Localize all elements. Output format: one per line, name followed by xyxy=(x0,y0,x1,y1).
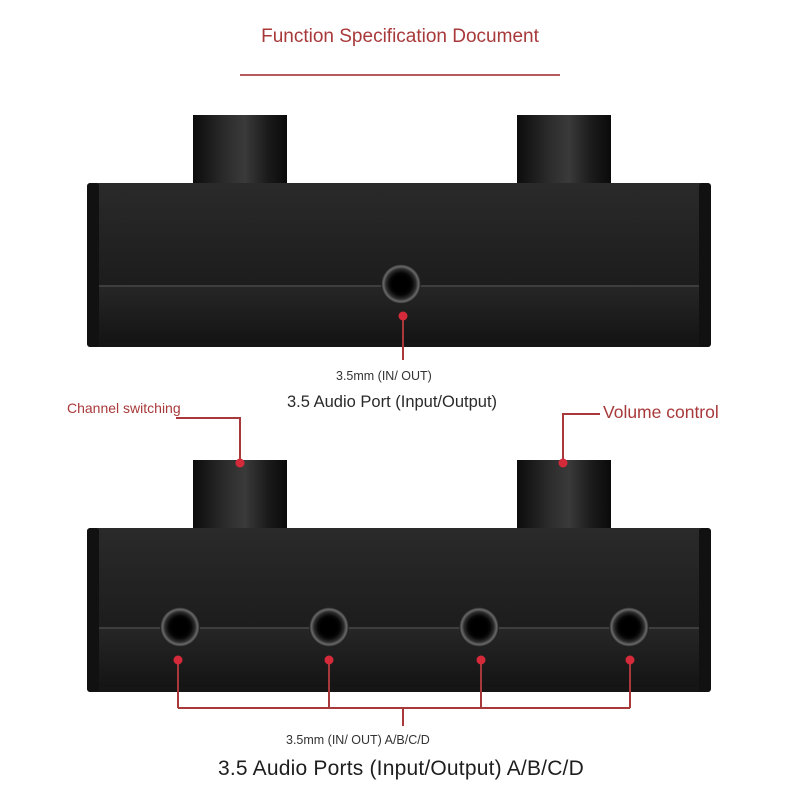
lower-panel-bottom xyxy=(99,629,699,687)
knob-volume xyxy=(517,460,611,532)
marker-dot-channel xyxy=(235,458,245,468)
audio-jack-c xyxy=(459,607,499,647)
bottom-ports-caption: 3.5mm (IN/ OUT) A/B/C/D xyxy=(286,733,430,747)
volume-control-label: Volume control xyxy=(603,402,719,422)
leader-bracket-ports xyxy=(177,660,631,726)
marker-dot-port-d xyxy=(625,655,635,665)
document-title: Function Specification Document xyxy=(261,26,539,47)
audio-jack-d xyxy=(609,607,649,647)
leader-line-channel xyxy=(176,417,241,460)
title-underline xyxy=(240,74,560,76)
end-cap-right-bottom xyxy=(699,528,711,692)
audio-jack-b xyxy=(309,607,349,647)
marker-dot-port-c xyxy=(476,655,486,665)
end-cap-left-top xyxy=(87,183,99,347)
marker-dot-port-a xyxy=(173,655,183,665)
device-top-view xyxy=(87,115,711,360)
audio-jack-a xyxy=(160,607,200,647)
knob-right-top xyxy=(517,115,611,187)
top-port-label: 3.5 Audio Port (Input/Output) xyxy=(287,393,498,411)
knob-channel xyxy=(193,460,287,532)
leader-line-volume xyxy=(562,413,600,460)
device-bottom-view xyxy=(87,413,711,726)
knob-left-top xyxy=(193,115,287,187)
end-cap-right-top xyxy=(699,183,711,347)
marker-dot-top-port xyxy=(398,311,408,321)
marker-dot-port-b xyxy=(324,655,334,665)
top-port-caption: 3.5mm (IN/ OUT) xyxy=(336,369,432,383)
marker-dot-volume xyxy=(558,458,568,468)
bottom-ports-label: 3.5 Audio Ports (Input/Output) A/B/C/D xyxy=(218,757,584,780)
end-cap-left-bottom xyxy=(87,528,99,692)
channel-switching-label: Channel switching xyxy=(67,400,181,416)
